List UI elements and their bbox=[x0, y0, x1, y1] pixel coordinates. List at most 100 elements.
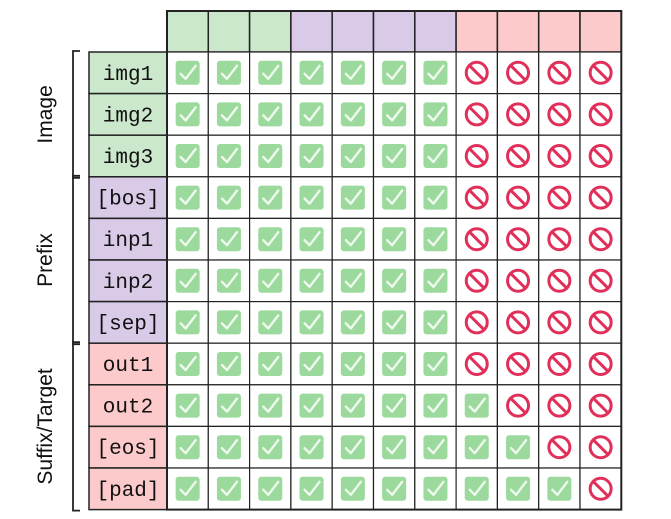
check-icon bbox=[175, 352, 200, 376]
check-icon bbox=[175, 435, 200, 460]
prohibited-icon bbox=[588, 227, 613, 252]
check-icon bbox=[423, 268, 448, 293]
row-label: [eos] bbox=[96, 438, 159, 461]
check-icon bbox=[258, 227, 283, 252]
check-icon bbox=[175, 60, 200, 85]
group-label: Prefix bbox=[34, 233, 57, 287]
check-icon bbox=[423, 476, 448, 501]
prohibited-icon bbox=[464, 227, 489, 252]
column-header-cell bbox=[372, 10, 416, 53]
check-icon bbox=[423, 435, 448, 460]
check-icon bbox=[340, 268, 365, 293]
mask-cell bbox=[455, 301, 499, 344]
check-icon bbox=[216, 60, 241, 85]
check-icon bbox=[340, 60, 365, 85]
check-icon bbox=[340, 352, 365, 376]
check-icon bbox=[258, 144, 283, 168]
check-icon bbox=[175, 102, 200, 127]
column-header-cell bbox=[331, 10, 375, 53]
row-label: out1 bbox=[103, 355, 153, 378]
check-icon bbox=[216, 476, 241, 501]
check-icon bbox=[299, 185, 324, 210]
column-header-cell bbox=[166, 10, 210, 53]
check-icon bbox=[258, 435, 283, 460]
check-icon bbox=[216, 102, 241, 127]
check-icon bbox=[175, 268, 200, 293]
prohibited-icon bbox=[547, 352, 572, 376]
check-icon bbox=[506, 476, 531, 501]
check-icon bbox=[464, 476, 489, 501]
row-label-cell bbox=[88, 51, 168, 95]
check-icon bbox=[340, 227, 365, 252]
column-header-cell bbox=[207, 10, 251, 53]
check-icon bbox=[423, 352, 448, 376]
row-label: inp1 bbox=[103, 230, 153, 253]
prohibited-icon bbox=[588, 144, 613, 168]
check-icon bbox=[340, 310, 365, 335]
prohibited-icon bbox=[588, 393, 613, 418]
prohibited-icon bbox=[464, 102, 489, 127]
check-icon bbox=[216, 144, 241, 168]
prohibited-icon bbox=[506, 102, 531, 127]
check-icon bbox=[464, 393, 489, 418]
check-icon bbox=[299, 144, 324, 168]
prohibited-icon bbox=[506, 144, 531, 168]
prohibited-icon bbox=[588, 102, 613, 127]
check-icon bbox=[175, 393, 200, 418]
mask-cell bbox=[579, 259, 622, 303]
check-icon bbox=[423, 227, 448, 252]
prohibited-icon bbox=[588, 352, 613, 376]
check-icon bbox=[175, 227, 200, 252]
check-icon bbox=[216, 393, 241, 418]
column-header-cell bbox=[496, 10, 540, 53]
prohibited-icon bbox=[464, 268, 489, 293]
row-label-cell bbox=[88, 92, 168, 136]
group-bracket bbox=[72, 341, 80, 512]
check-icon bbox=[216, 352, 241, 376]
check-icon bbox=[340, 476, 365, 501]
check-icon bbox=[258, 393, 283, 418]
check-icon bbox=[299, 352, 324, 376]
prohibited-icon bbox=[547, 144, 572, 168]
check-icon bbox=[175, 476, 200, 501]
prohibited-icon bbox=[588, 435, 613, 460]
check-icon bbox=[382, 352, 407, 376]
check-icon bbox=[299, 476, 324, 501]
check-icon bbox=[382, 102, 407, 127]
check-icon bbox=[299, 227, 324, 252]
prohibited-icon bbox=[464, 310, 489, 335]
mask-cell bbox=[496, 134, 540, 178]
prohibited-icon bbox=[547, 185, 572, 210]
check-icon bbox=[464, 435, 489, 460]
check-icon bbox=[547, 476, 572, 501]
prohibited-icon bbox=[506, 268, 531, 293]
row-label: img2 bbox=[103, 105, 153, 128]
row-label: [sep] bbox=[96, 313, 159, 336]
row-label-cell bbox=[88, 259, 168, 303]
column-header-cell bbox=[248, 10, 292, 53]
mask-cell bbox=[455, 259, 499, 303]
check-icon bbox=[382, 393, 407, 418]
column-header-cell bbox=[579, 10, 623, 53]
check-icon bbox=[299, 310, 324, 335]
check-icon bbox=[382, 310, 407, 335]
prohibited-icon bbox=[464, 185, 489, 210]
check-icon bbox=[216, 435, 241, 460]
prohibited-icon bbox=[506, 185, 531, 210]
check-icon bbox=[423, 144, 448, 168]
check-icon bbox=[423, 185, 448, 210]
check-icon bbox=[382, 60, 407, 85]
check-icon bbox=[340, 435, 365, 460]
check-icon bbox=[340, 144, 365, 168]
check-icon bbox=[258, 102, 283, 127]
group-label: Image bbox=[34, 85, 57, 143]
check-icon bbox=[216, 185, 241, 210]
check-icon bbox=[175, 144, 200, 168]
check-icon bbox=[382, 227, 407, 252]
check-icon bbox=[299, 102, 324, 127]
check-icon bbox=[175, 185, 200, 210]
check-icon bbox=[258, 60, 283, 85]
prohibited-icon bbox=[588, 268, 613, 293]
check-icon bbox=[299, 60, 324, 85]
check-icon bbox=[299, 435, 324, 460]
